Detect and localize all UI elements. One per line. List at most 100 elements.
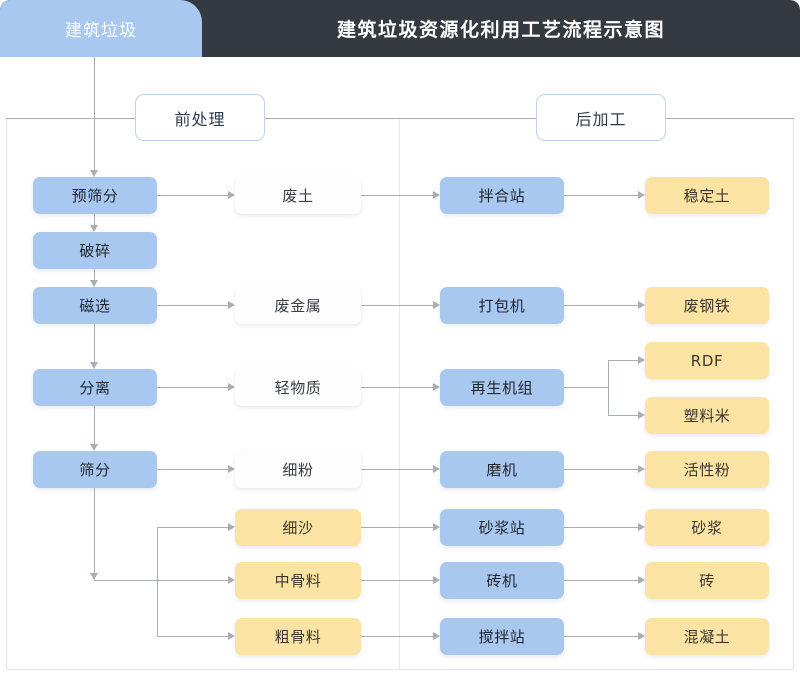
section-rule-mid (265, 118, 536, 119)
node-mortar[interactable]: 砂浆 (645, 509, 769, 546)
node-waste-metal-label: 废金属 (274, 297, 322, 315)
arrowhead-magnetic-to-waste-metal (228, 300, 235, 309)
node-light-matter-label: 轻物质 (274, 379, 322, 397)
arrowhead-fine-powder-to-mill (433, 464, 440, 473)
arrowhead-screen-to-fine-powder (228, 464, 235, 473)
node-brick-label: 砖 (699, 572, 715, 590)
connector-prescreen-to-waste-soil (157, 195, 228, 196)
node-screening-label: 筛分 (79, 461, 111, 479)
node-magnetic-separation-label: 磁选 (79, 297, 111, 315)
node-concrete-label: 混凝土 (683, 628, 731, 646)
connector-separate-to-light-matter (157, 387, 228, 388)
node-rdf-label: RDF (690, 351, 724, 370)
connector-screen-to-fine-powder (157, 469, 228, 470)
arrowhead-baler-to-scrap-steel (638, 300, 645, 309)
node-concrete[interactable]: 混凝土 (645, 618, 769, 655)
connector-screen-to-aggregates (94, 488, 95, 580)
connector-regen-unit-riser (608, 360, 609, 416)
section-chip-postprocessing: 后加工 (536, 94, 666, 141)
node-regeneration-unit-label: 再生机组 (470, 379, 534, 397)
arrowhead-coarse-agg-to-concrete-mixer (433, 631, 440, 640)
node-mill-label: 磨机 (486, 461, 518, 479)
node-fine-powder[interactable]: 细粉 (235, 451, 361, 488)
node-waste-soil[interactable]: 废土 (235, 177, 361, 214)
arrowhead-to-fine-sand (228, 522, 235, 531)
node-magnetic-separation[interactable]: 磁选 (33, 287, 157, 324)
node-brick-machine-label: 砖机 (486, 572, 518, 590)
node-brick-machine[interactable]: 砖机 (440, 562, 564, 599)
header-tab-label: 建筑垃圾 (65, 21, 137, 41)
node-mill[interactable]: 磨机 (440, 451, 564, 488)
node-coarse-aggregate[interactable]: 粗骨料 (235, 618, 361, 655)
section-chip-pretreatment: 前处理 (135, 94, 265, 141)
connector-aggregate-trunk (94, 580, 228, 581)
node-scrap-steel[interactable]: 废钢铁 (645, 287, 769, 324)
node-rdf[interactable]: RDF (645, 342, 769, 379)
connector-to-fine-sand (157, 527, 228, 528)
node-waste-soil-label: 废土 (282, 187, 314, 205)
node-concrete-mixing-station[interactable]: 搅拌站 (440, 618, 564, 655)
connector-concrete-mixer-to-concrete (564, 636, 638, 637)
node-separation[interactable]: 分离 (33, 369, 157, 406)
connector-baler-to-scrap-steel (564, 305, 638, 306)
connector-fine-sand-to-mortar-station (361, 527, 433, 528)
node-mortar-station-label: 砂浆站 (478, 519, 526, 537)
node-fine-powder-label: 细粉 (282, 461, 314, 479)
arrowhead-mid-agg-to-brick-machine (433, 575, 440, 584)
arrowhead-separate-to-screen (89, 444, 98, 451)
node-regeneration-unit[interactable]: 再生机组 (440, 369, 564, 406)
node-baler[interactable]: 打包机 (440, 287, 564, 324)
node-separation-label: 分离 (79, 379, 111, 397)
node-screening[interactable]: 筛分 (33, 451, 157, 488)
arrowhead-waste-metal-to-baler (433, 300, 440, 309)
arrowhead-mortar-station-to-mortar (638, 522, 645, 531)
node-mortar-station[interactable]: 砂浆站 (440, 509, 564, 546)
arrowhead-to-mid-agg (228, 575, 235, 584)
arrowhead-waste-soil-to-mixing-station (433, 190, 440, 199)
arrowhead-separate-to-light-matter (228, 382, 235, 391)
connector-coarse-agg-to-concrete-mixer (361, 636, 433, 637)
arrowhead-to-coarse-agg (228, 631, 235, 640)
arrowhead-crush-to-magnetic (89, 280, 98, 287)
node-plastic-pellet-label: 塑料米 (683, 407, 731, 425)
arrowhead-brick-machine-to-brick (638, 575, 645, 584)
node-plastic-pellet[interactable]: 塑料米 (645, 397, 769, 434)
node-active-powder-label: 活性粉 (683, 461, 731, 479)
connector-mortar-station-to-mortar (564, 527, 638, 528)
node-mid-aggregate-label: 中骨料 (274, 572, 322, 590)
connector-magnetic-to-waste-metal (157, 305, 228, 306)
arrowhead-prescreen-to-waste-soil (228, 190, 235, 199)
arrowhead-tab-to-prescreen (89, 170, 98, 177)
arrowhead-regen-to-plastic (638, 410, 645, 419)
node-light-matter[interactable]: 轻物质 (235, 369, 361, 406)
node-fine-sand[interactable]: 细沙 (235, 509, 361, 546)
connector-magnetic-to-separate (94, 324, 95, 362)
connector-mill-to-active-powder (564, 469, 638, 470)
node-pre-screen-label: 预筛分 (71, 187, 119, 205)
section-divider (399, 118, 400, 670)
connector-regen-to-plastic (608, 415, 638, 416)
node-pre-screen[interactable]: 预筛分 (33, 177, 157, 214)
node-crush[interactable]: 破碎 (33, 232, 157, 269)
node-mid-aggregate[interactable]: 中骨料 (235, 562, 361, 599)
node-mortar-label: 砂浆 (691, 519, 723, 537)
node-stabilized-soil-label: 稳定土 (683, 187, 731, 205)
node-active-powder[interactable]: 活性粉 (645, 451, 769, 488)
node-scrap-steel-label: 废钢铁 (683, 297, 731, 315)
connector-light-matter-to-regen-unit (361, 387, 433, 388)
arrowhead-screen-to-aggregates (89, 573, 98, 580)
connector-separate-to-screen (94, 406, 95, 444)
arrowhead-concrete-mixer-to-concrete (638, 631, 645, 640)
node-mixing-station[interactable]: 拌合站 (440, 177, 564, 214)
node-stabilized-soil[interactable]: 稳定土 (645, 177, 769, 214)
header-tab-construction-waste: 建筑垃圾 (0, 0, 202, 57)
node-brick[interactable]: 砖 (645, 562, 769, 599)
connector-waste-metal-to-baler (361, 305, 433, 306)
node-waste-metal[interactable]: 废金属 (235, 287, 361, 324)
arrowhead-mill-to-active-powder (638, 464, 645, 473)
node-coarse-aggregate-label: 粗骨料 (274, 628, 322, 646)
connector-mixing-station-to-stabilized-soil (564, 195, 638, 196)
node-concrete-mixing-station-label: 搅拌站 (478, 628, 526, 646)
connector-to-coarse-agg (157, 636, 228, 637)
